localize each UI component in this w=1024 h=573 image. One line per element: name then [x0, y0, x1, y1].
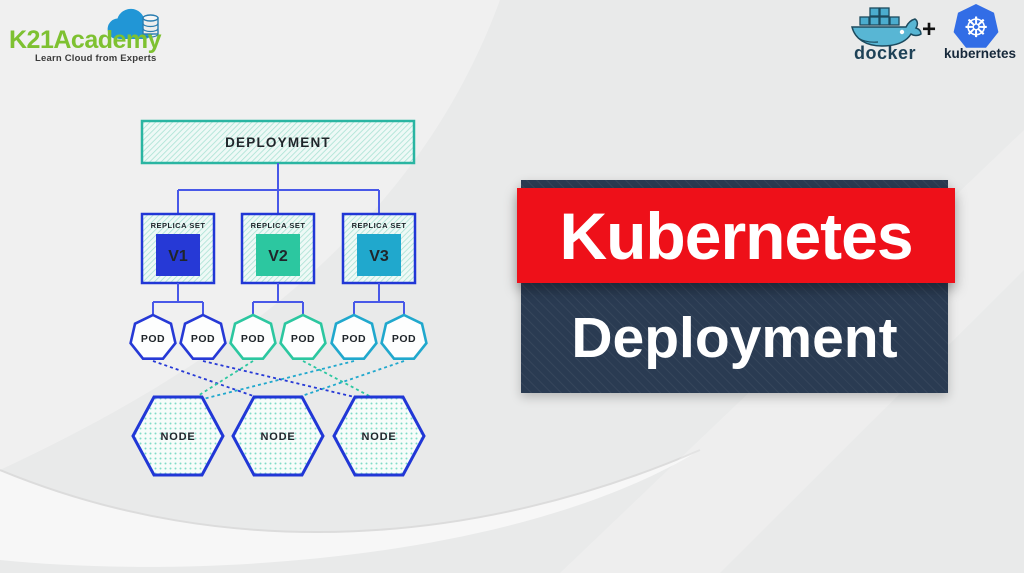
banner-title: Kubernetes	[559, 198, 913, 273]
replicaset-v3-box: REPLICA SET V3	[341, 212, 417, 285]
pod-label: POD	[342, 333, 366, 345]
wave-bottom-left	[0, 450, 700, 567]
brand-name: K21Academy	[9, 26, 162, 54]
replicaset-version: V1	[168, 248, 188, 265]
partner-logos: docker + ☸ kubernetes	[840, 0, 1024, 78]
database-cylinder	[142, 14, 159, 38]
cloud-database-icon	[107, 8, 159, 39]
replicaset-v2-box: REPLICA SET V2	[240, 212, 316, 285]
brand-logo: K21Academy Learn Cloud from Experts	[6, 4, 186, 74]
helm-wheel-glyph: ☸	[963, 11, 988, 44]
kubernetes-wordmark: kubernetes	[943, 46, 1017, 61]
pod-label: POD	[141, 333, 165, 345]
docker-wordmark: docker	[853, 43, 917, 63]
node-label: NODE	[161, 431, 196, 443]
banner-red-panel: Kubernetes	[517, 188, 955, 283]
pod-label: POD	[191, 333, 215, 345]
replicaset-label: REPLICA SET	[352, 221, 407, 230]
plus-icon: +	[922, 16, 937, 43]
replicaset-to-pod-connectors	[152, 283, 405, 315]
node-group: NODE NODE NODE	[131, 395, 426, 477]
node-label: NODE	[261, 431, 296, 443]
deployment-box: DEPLOYMENT	[140, 119, 416, 165]
replicaset-label: REPLICA SET	[251, 221, 306, 230]
replicaset-version: V3	[369, 248, 389, 265]
wave-ridge-line	[0, 449, 701, 533]
deployment-label: DEPLOYMENT	[225, 135, 331, 150]
replicaset-version: V2	[268, 248, 288, 265]
banner-subtitle-row: Deployment	[521, 283, 948, 393]
pod-label: POD	[291, 333, 315, 345]
pod-label: POD	[241, 333, 265, 345]
banner-subtitle: Deployment	[571, 305, 898, 370]
node-label: NODE	[362, 431, 397, 443]
pod-to-node-connections	[152, 360, 405, 400]
pod-label: POD	[392, 333, 416, 345]
pod-group: POD POD POD POD POD POD	[129, 313, 428, 361]
replicaset-v1-box: REPLICA SET V1	[140, 212, 216, 285]
replicaset-label: REPLICA SET	[151, 221, 206, 230]
deployment-to-replicaset-connectors	[177, 163, 380, 214]
docker-whale-icon	[851, 7, 922, 47]
kubernetes-helm-icon: ☸	[953, 4, 999, 48]
brand-tagline: Learn Cloud from Experts	[35, 53, 157, 64]
whale-eye	[899, 29, 905, 35]
